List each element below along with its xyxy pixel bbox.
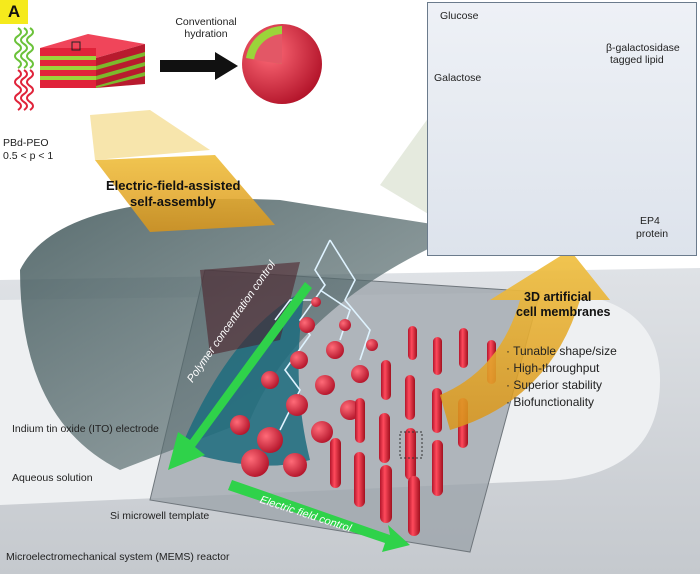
feature-stability: · Superior stability bbox=[506, 378, 603, 392]
vesicle-array bbox=[230, 297, 378, 477]
polymer-chains bbox=[14, 27, 34, 111]
assembly-arrow bbox=[95, 155, 275, 232]
hydration-funnel bbox=[90, 110, 210, 160]
galactose-label: Galactose bbox=[434, 72, 482, 84]
template-label: Si microwell template bbox=[110, 510, 210, 522]
polymer-name-label: PBd-PEO bbox=[3, 137, 49, 149]
aqueous-label: Aqueous solution bbox=[12, 472, 93, 484]
tubular-pillar-array bbox=[330, 326, 496, 536]
feature-shape: · Tunable shape/size bbox=[506, 344, 617, 358]
lamellar-stack bbox=[40, 34, 145, 88]
assembly-label-2: self-assembly bbox=[130, 194, 216, 209]
membranes-title-2: cell membranes bbox=[516, 305, 611, 319]
mems-label: Microelectromechanical system (MEMS) rea… bbox=[6, 551, 230, 563]
hydration-label-2: hydration bbox=[184, 28, 228, 40]
ito-label: Indium tin oxide (ITO) electrode bbox=[12, 423, 159, 435]
field-arrow bbox=[228, 480, 410, 552]
protein-label-2: protein bbox=[636, 228, 669, 240]
polymer-ratio-label: 0.5 < p < 1 bbox=[3, 150, 54, 162]
protein-label-1: EP4 bbox=[640, 215, 660, 227]
membrane-arrow bbox=[440, 250, 610, 430]
feature-biofunctionality: · Biofunctionality bbox=[506, 395, 595, 409]
concentration-arrow bbox=[168, 282, 312, 470]
membranes-title-1: 3D artificial bbox=[524, 290, 592, 304]
feature-throughput: · High-throughput bbox=[506, 361, 600, 375]
glucose-label: Glucose bbox=[440, 10, 479, 22]
panel-label: A bbox=[0, 0, 28, 24]
assembly-label-1: Electric-field-assisted bbox=[106, 178, 241, 193]
hydration-arrow bbox=[160, 52, 238, 80]
enzyme-label-1: β-galactosidase bbox=[606, 42, 680, 54]
enzyme-label-2: tagged lipid bbox=[610, 54, 664, 66]
membrane-inset-box bbox=[427, 2, 697, 256]
vesicle-cutaway bbox=[242, 24, 322, 104]
hydration-label-1: Conventional bbox=[175, 16, 237, 28]
